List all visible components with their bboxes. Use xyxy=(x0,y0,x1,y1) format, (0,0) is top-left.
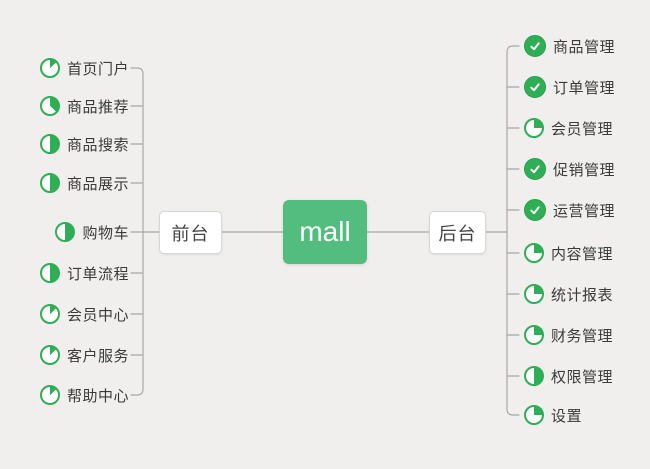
topic-node[interactable]: 商品推荐 xyxy=(39,93,129,119)
topic-label: 帮助中心 xyxy=(66,387,129,405)
topic-node[interactable]: 会员中心 xyxy=(39,301,129,327)
topic-node[interactable]: 商品搜索 xyxy=(39,131,129,157)
progress-pie-icon xyxy=(39,385,60,405)
topic-label: 内容管理 xyxy=(551,245,614,263)
progress-pie-icon xyxy=(39,304,60,324)
branch-node-backend[interactable]: 后台 xyxy=(429,211,486,254)
topic-node[interactable]: 财务管理 xyxy=(524,322,613,348)
topic-label: 统计报表 xyxy=(551,286,614,304)
topic-label: 订单管理 xyxy=(553,79,616,97)
progress-pie-icon xyxy=(524,243,544,263)
task-done-check-icon xyxy=(524,158,546,180)
progress-pie-icon xyxy=(39,134,60,154)
task-done-check-icon xyxy=(524,35,546,57)
topic-node[interactable]: 首页门户 xyxy=(39,55,129,81)
topic-label: 商品管理 xyxy=(553,38,616,56)
branch-node-label: 后台 xyxy=(438,223,477,244)
progress-pie-icon xyxy=(39,58,60,78)
topic-label: 订单流程 xyxy=(66,265,129,283)
topic-node[interactable]: 订单流程 xyxy=(39,260,129,286)
branch-node-frontend[interactable]: 前台 xyxy=(159,211,222,254)
topic-label: 设置 xyxy=(551,407,583,425)
topic-node[interactable]: 商品管理 xyxy=(524,33,615,59)
topic-label: 权限管理 xyxy=(551,368,614,386)
root-node-label: mall xyxy=(299,216,351,247)
progress-pie-icon xyxy=(55,222,76,242)
topic-node[interactable]: 运营管理 xyxy=(524,197,615,223)
topic-node[interactable]: 促销管理 xyxy=(524,156,615,182)
topic-label: 会员中心 xyxy=(66,306,129,324)
progress-pie-icon xyxy=(39,263,60,283)
progress-pie-icon xyxy=(524,366,544,386)
topic-node[interactable]: 权限管理 xyxy=(524,363,613,389)
topic-node[interactable]: 订单管理 xyxy=(524,74,615,100)
topic-node[interactable]: 设置 xyxy=(524,402,582,428)
topic-label: 购物车 xyxy=(82,224,129,242)
progress-pie-icon xyxy=(524,118,544,138)
progress-pie-icon xyxy=(524,284,544,304)
topic-label: 商品展示 xyxy=(66,175,129,193)
topic-node[interactable]: 统计报表 xyxy=(524,281,613,307)
task-done-check-icon xyxy=(524,199,546,221)
topic-label: 财务管理 xyxy=(551,327,614,345)
topic-node[interactable]: 客户服务 xyxy=(39,342,129,368)
topic-label: 首页门户 xyxy=(66,60,129,78)
topic-node[interactable]: 帮助中心 xyxy=(39,382,129,408)
topic-node[interactable]: 内容管理 xyxy=(524,240,613,266)
progress-pie-icon xyxy=(39,173,60,193)
progress-pie-icon xyxy=(524,325,544,345)
topic-label: 会员管理 xyxy=(551,120,614,138)
progress-pie-icon xyxy=(39,345,60,365)
topic-node[interactable]: 商品展示 xyxy=(39,170,129,196)
topic-label: 商品推荐 xyxy=(66,98,129,116)
task-done-check-icon xyxy=(524,76,546,98)
topic-label: 客户服务 xyxy=(66,347,129,365)
topic-label: 商品搜索 xyxy=(66,136,129,154)
progress-pie-icon xyxy=(524,405,544,425)
progress-pie-icon xyxy=(39,96,60,116)
topic-node[interactable]: 会员管理 xyxy=(524,115,613,141)
topic-node[interactable]: 购物车 xyxy=(55,219,129,245)
root-node-mall[interactable]: mall xyxy=(283,200,367,264)
topic-label: 运营管理 xyxy=(553,202,616,220)
branch-node-label: 前台 xyxy=(171,223,210,244)
topic-label: 促销管理 xyxy=(553,161,616,179)
